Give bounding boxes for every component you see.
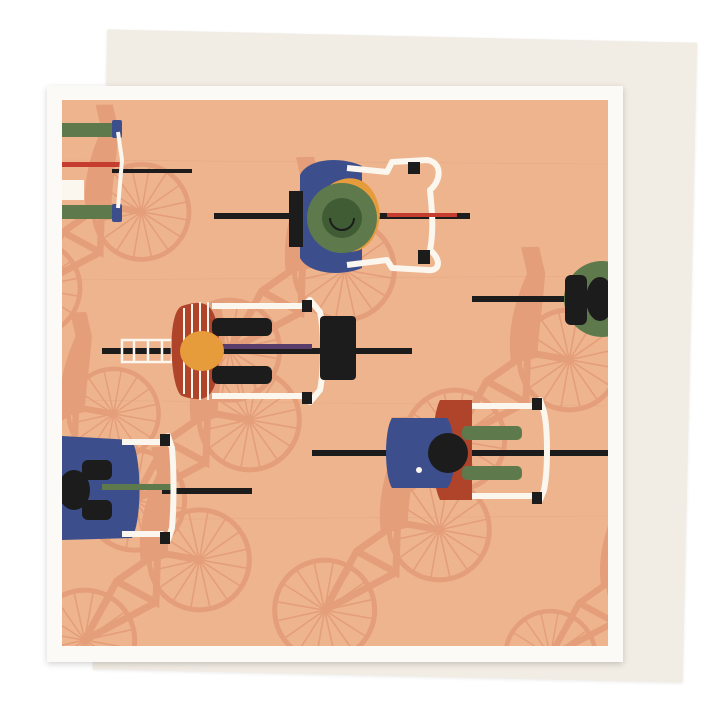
cyclist-icon: [62, 120, 192, 222]
cyclist-icon: [312, 397, 608, 504]
cyclists-illustration: [62, 100, 608, 646]
cyclist-icon: [214, 157, 470, 274]
greeting-card: [47, 86, 623, 662]
cyclists-artwork: [62, 100, 608, 646]
cyclist-icon: [102, 297, 412, 405]
cyclist-icon: [472, 261, 608, 337]
cyclist-icon: [62, 433, 252, 544]
